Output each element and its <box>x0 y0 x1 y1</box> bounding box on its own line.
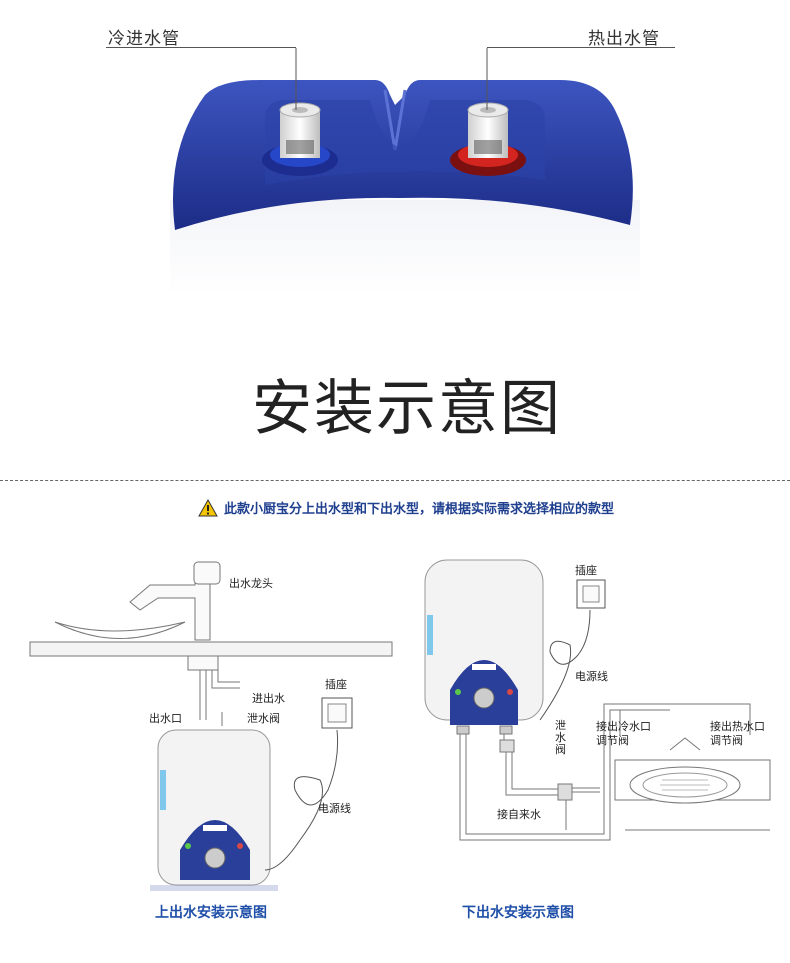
warning-icon <box>198 498 218 516</box>
product-photo <box>0 0 790 470</box>
tap-water-label: 接自来水 <box>497 808 541 821</box>
right-socket-label: 插座 <box>575 564 597 577</box>
cold-inlet-underline <box>106 47 296 48</box>
right-power-cord-label: 电源线 <box>575 670 608 683</box>
top-outlet-caption: 上出水安装示意图 <box>155 905 267 921</box>
bottom-outlet-diagram <box>400 540 790 959</box>
hot-outlet-underline <box>487 47 675 48</box>
faucet-label: 出水龙头 <box>229 577 273 590</box>
section-divider <box>0 480 790 481</box>
cold-inlet-label: 冷进水管 <box>108 29 180 49</box>
notice-bar: 此款小厨宝分上出水型和下出水型，请根据实际需求选择相应的款型 <box>198 498 614 517</box>
left-socket-label: 插座 <box>325 678 347 691</box>
left-power-cord-label: 电源线 <box>318 802 351 815</box>
bottom-outlet-caption: 下出水安装示意图 <box>462 905 574 921</box>
water-heater-top-view <box>170 48 640 360</box>
cold-valve-label: 接出冷水口调节阀 <box>596 720 651 747</box>
top-outlet-diagram <box>0 540 400 959</box>
top-outlet-diagram-drawing <box>29 561 393 891</box>
page-title: 安装示意图 <box>252 374 562 444</box>
bottom-outlet-diagram-drawing <box>424 559 771 841</box>
notice-text: 此款小厨宝分上出水型和下出水型，请根据实际需求选择相应的款型 <box>224 502 615 517</box>
right-drain-valve-label: 泄水阀 <box>555 719 566 756</box>
cold-in-label: 进出水 <box>252 692 285 705</box>
hot-outlet-label: 热出水管 <box>588 29 660 49</box>
hot-valve-label: 接出热水口调节阀 <box>710 720 765 747</box>
outlet-label: 出水口 <box>149 712 182 725</box>
drain-valve-label: 泄水阀 <box>247 712 280 725</box>
